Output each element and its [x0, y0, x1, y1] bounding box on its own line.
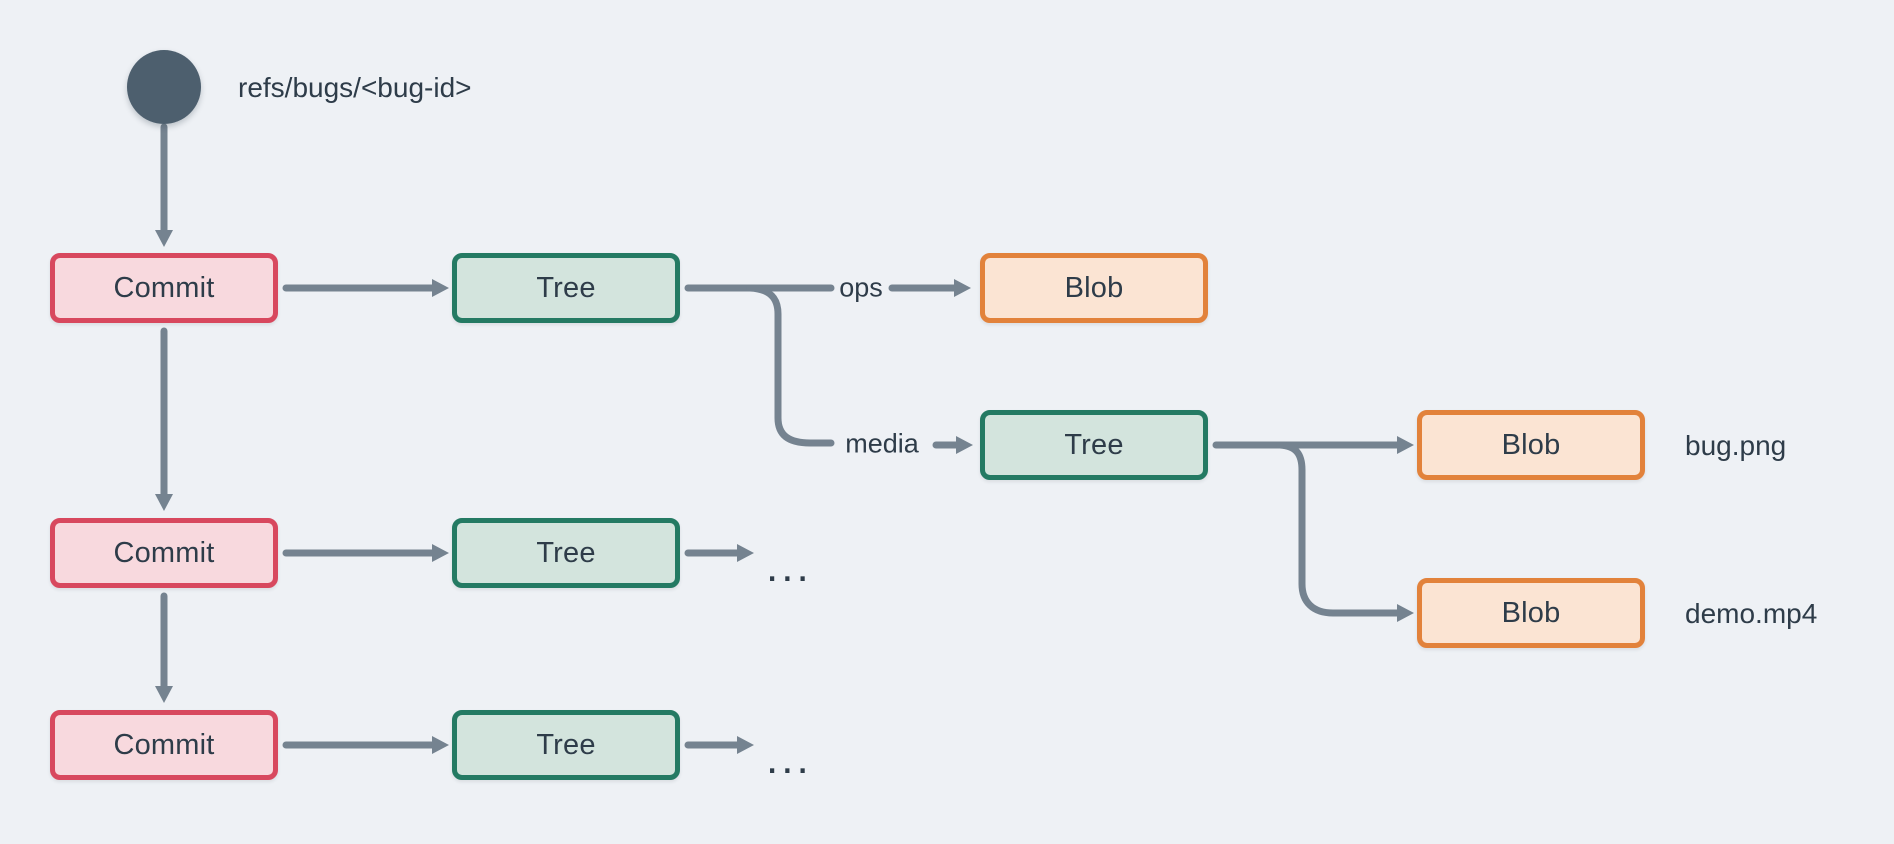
- tree-node-4: Tree: [452, 710, 680, 780]
- commit-node-2: Commit: [50, 518, 278, 588]
- blob-node-1: Blob: [980, 253, 1208, 323]
- edge-label-ops: ops: [839, 272, 883, 303]
- file-label-bug-png: bug.png: [1685, 430, 1787, 461]
- file-label-demo-mp4: demo.mp4: [1685, 598, 1818, 629]
- blob-node-bug: Blob: [1417, 410, 1645, 480]
- tree-node-3: Tree: [452, 518, 680, 588]
- blob-node-demo: Blob: [1417, 578, 1645, 648]
- edge-tree2-branch-to-blob-demo: [1276, 441, 1414, 622]
- ellipsis-2: ...: [766, 734, 812, 783]
- edge-tree1-branch-to-media: [746, 284, 835, 447]
- ellipsis-1: ...: [766, 542, 812, 591]
- ref-node-circle: [127, 50, 201, 124]
- commit-node-1: Commit: [50, 253, 278, 323]
- edge-label-media: media: [845, 428, 919, 459]
- ref-label: refs/bugs/<bug-id>: [238, 72, 472, 103]
- tree-node-2: Tree: [980, 410, 1208, 480]
- tree-node-1: Tree: [452, 253, 680, 323]
- commit-node-3: Commit: [50, 710, 278, 780]
